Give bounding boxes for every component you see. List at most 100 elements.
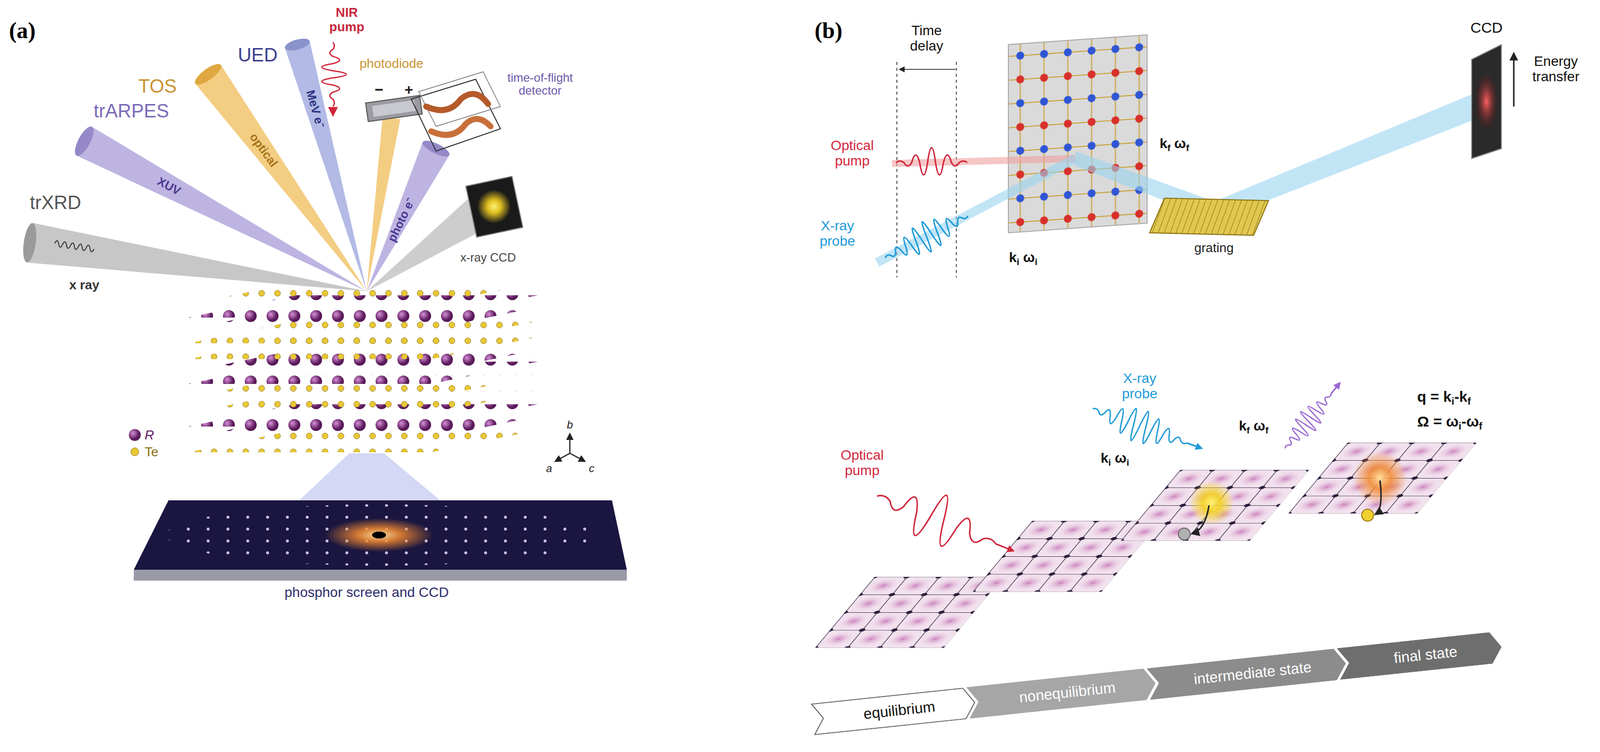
probe-wave bbox=[878, 202, 975, 273]
cone-cap bbox=[71, 123, 98, 159]
wavevector-label: ki ωi bbox=[1100, 450, 1130, 467]
beam-label: Optical pump bbox=[817, 138, 887, 169]
scattered-xray-cone bbox=[366, 198, 489, 292]
technique-label: trXRD bbox=[29, 192, 81, 214]
probe-beam bbox=[877, 158, 1076, 263]
axis-label: b bbox=[566, 419, 573, 432]
stage-chevron: intermediate state bbox=[1147, 647, 1348, 700]
panel-letter: (a) bbox=[8, 18, 36, 44]
stage-chevron: nonequilibrium bbox=[966, 667, 1158, 719]
lattice-tile bbox=[1120, 470, 1310, 542]
chevron-outline bbox=[967, 668, 1157, 719]
axis-arrows bbox=[555, 434, 585, 462]
xray-ccd-symbol bbox=[465, 176, 523, 237]
chevron-outline bbox=[1147, 648, 1347, 700]
polarity-sign: + bbox=[404, 81, 414, 98]
wavevector-label: ki ωi bbox=[1008, 250, 1038, 266]
te-atom-symbol bbox=[130, 447, 139, 456]
tof-detector-symbol bbox=[411, 71, 501, 152]
beam-label: NIR pump bbox=[322, 5, 372, 34]
pump-arrow bbox=[995, 544, 1014, 552]
grating-symbol bbox=[1149, 198, 1269, 236]
axis-label: a bbox=[546, 462, 552, 475]
chevron-outline bbox=[811, 687, 977, 735]
subscript: f bbox=[1167, 142, 1171, 153]
cone-cap bbox=[420, 137, 452, 160]
axis-label: Energy transfer bbox=[1521, 54, 1591, 85]
electron-ball bbox=[1361, 509, 1374, 522]
cone-cap bbox=[283, 36, 311, 53]
r-atom-symbol bbox=[128, 429, 141, 442]
axis-label: c bbox=[589, 462, 595, 475]
beam-stop bbox=[372, 531, 387, 539]
dispersed-beam bbox=[1213, 90, 1487, 219]
cone-cap bbox=[20, 222, 39, 264]
phosphor-screen bbox=[133, 500, 627, 570]
excitation-glow bbox=[1352, 450, 1408, 506]
component-label: grating bbox=[1194, 240, 1234, 256]
beam-particle-label: MeV e⁻ bbox=[303, 88, 327, 130]
subscript: f bbox=[1186, 142, 1190, 153]
equation: q = ki-kf bbox=[1417, 388, 1471, 405]
ccd-symbol bbox=[1471, 44, 1502, 159]
emitted-arrow bbox=[1330, 383, 1340, 394]
technique-label: trARPES bbox=[93, 101, 169, 122]
lattice-sample bbox=[1008, 34, 1148, 233]
subscript: i bbox=[1035, 256, 1038, 267]
beam-type-label: XUV bbox=[155, 174, 183, 198]
electron-beam-cone bbox=[284, 41, 367, 292]
element-label: R bbox=[144, 428, 155, 443]
subscript: f bbox=[1265, 424, 1269, 436]
beam-particle-label: photo e⁻ bbox=[385, 196, 418, 245]
subscript: f bbox=[1246, 424, 1250, 436]
detector-label: phosphor screen and CCD bbox=[284, 585, 449, 601]
chevron-outline bbox=[1337, 631, 1503, 680]
subscript: f bbox=[1479, 420, 1483, 432]
beam-type-label: optical bbox=[247, 130, 281, 170]
decay-arrow bbox=[1375, 480, 1381, 515]
technique-label: UED bbox=[237, 45, 278, 66]
crystal-structure bbox=[188, 282, 538, 453]
wavevector-label: kf ωf bbox=[1159, 136, 1190, 152]
pump-wave bbox=[895, 147, 968, 175]
pump-wave bbox=[322, 42, 347, 107]
stage-chevron: final state bbox=[1337, 631, 1504, 680]
ccd-signal bbox=[1474, 71, 1499, 132]
stage-chevron: equilibrium bbox=[811, 686, 978, 736]
xray-wave bbox=[54, 240, 95, 252]
energy-axis-arrow bbox=[1513, 53, 1515, 107]
lattice-tile bbox=[815, 577, 1004, 649]
reflected-beam-cone bbox=[366, 116, 401, 292]
beam-label: Optical pump bbox=[827, 447, 897, 479]
delay-label: Time delay bbox=[901, 23, 952, 55]
diffraction-spots bbox=[165, 504, 593, 566]
probe-arrow bbox=[1186, 442, 1202, 449]
subscript: i bbox=[1016, 256, 1020, 267]
detector-label: x-ray CCD bbox=[460, 251, 516, 265]
photodiode-symbol bbox=[365, 95, 423, 122]
emitted-wave bbox=[1275, 386, 1340, 456]
component-label: CCD bbox=[1470, 19, 1503, 36]
subscript: f bbox=[1467, 395, 1472, 407]
technique-label: TOS bbox=[138, 76, 177, 98]
probe-wave bbox=[1087, 393, 1193, 459]
screen-edge bbox=[133, 569, 627, 581]
pump-wave bbox=[868, 471, 1006, 565]
optical-beam-cone bbox=[195, 64, 367, 292]
beam-type-label: x ray bbox=[69, 277, 100, 293]
decay-arrow bbox=[1192, 505, 1210, 534]
panel-letter: (b) bbox=[814, 18, 843, 44]
lattice-tile bbox=[1288, 442, 1477, 514]
subscript: i bbox=[1451, 395, 1455, 407]
cone-cap bbox=[192, 60, 225, 88]
wavevector-label: kf ωf bbox=[1238, 418, 1269, 435]
subscript: i bbox=[1458, 420, 1462, 432]
pump-arrowhead bbox=[328, 107, 338, 117]
beam-label: X-ray probe bbox=[1109, 371, 1170, 402]
subscript: i bbox=[1108, 456, 1111, 468]
electron-ball bbox=[1178, 528, 1191, 541]
core-hole-glow bbox=[1189, 480, 1234, 526]
detector-label: photodiode bbox=[359, 56, 424, 71]
